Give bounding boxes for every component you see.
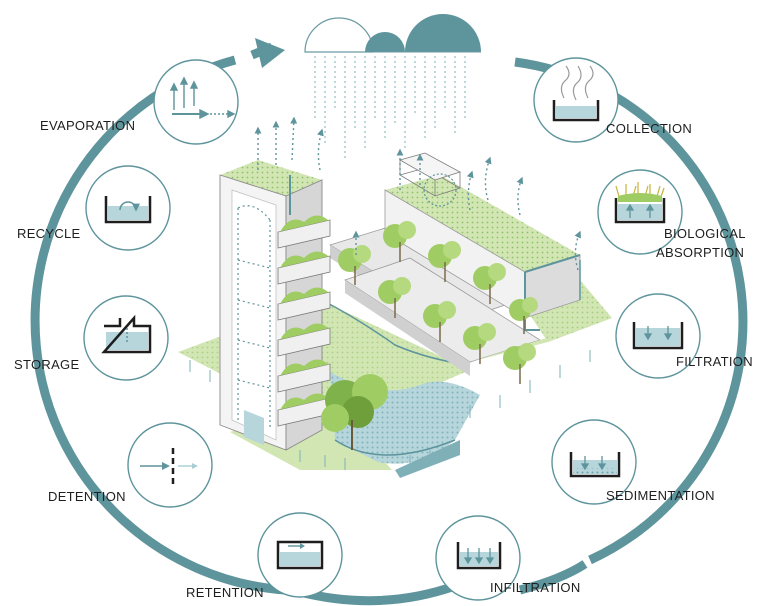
tower-balconies: [277, 215, 331, 427]
trees: [321, 221, 538, 450]
large-tree: [321, 374, 388, 450]
evaporation-icon: [153, 59, 239, 145]
infiltration-drips: [189, 350, 591, 470]
label-biological-line2: ABSORPTION: [656, 245, 745, 260]
label-biological-line1: BIOLOGICAL: [664, 226, 746, 241]
retention-icon: [257, 512, 343, 598]
rain-lines: [314, 56, 466, 160]
detention-icon: [127, 422, 213, 508]
ring-arrowhead: [255, 38, 285, 68]
label-filtration: FILTRATION: [676, 354, 753, 369]
infiltration-icon: [435, 515, 521, 601]
label-recycle: RECYCLE: [17, 226, 81, 241]
label-collection: COLLECTION: [606, 121, 693, 136]
biological-absorption-icon: [597, 169, 683, 255]
label-sedimentation: SEDIMENTATION: [606, 488, 715, 503]
label-infiltration: INFILTRATION: [490, 580, 581, 595]
label-storage: STORAGE: [14, 357, 80, 372]
storage-icon: [83, 295, 169, 381]
evaporation-arrows: [254, 116, 581, 271]
sedimentation-icon: [551, 419, 637, 505]
label-evaporation: EVAPORATION: [40, 118, 136, 133]
collection-icon: [533, 57, 619, 143]
recycle-icon: [85, 165, 171, 251]
rain-cloud: [304, 14, 481, 53]
label-detention: DETENTION: [48, 489, 126, 504]
filtration-icon: [615, 293, 701, 379]
label-retention: RETENTION: [186, 585, 264, 600]
